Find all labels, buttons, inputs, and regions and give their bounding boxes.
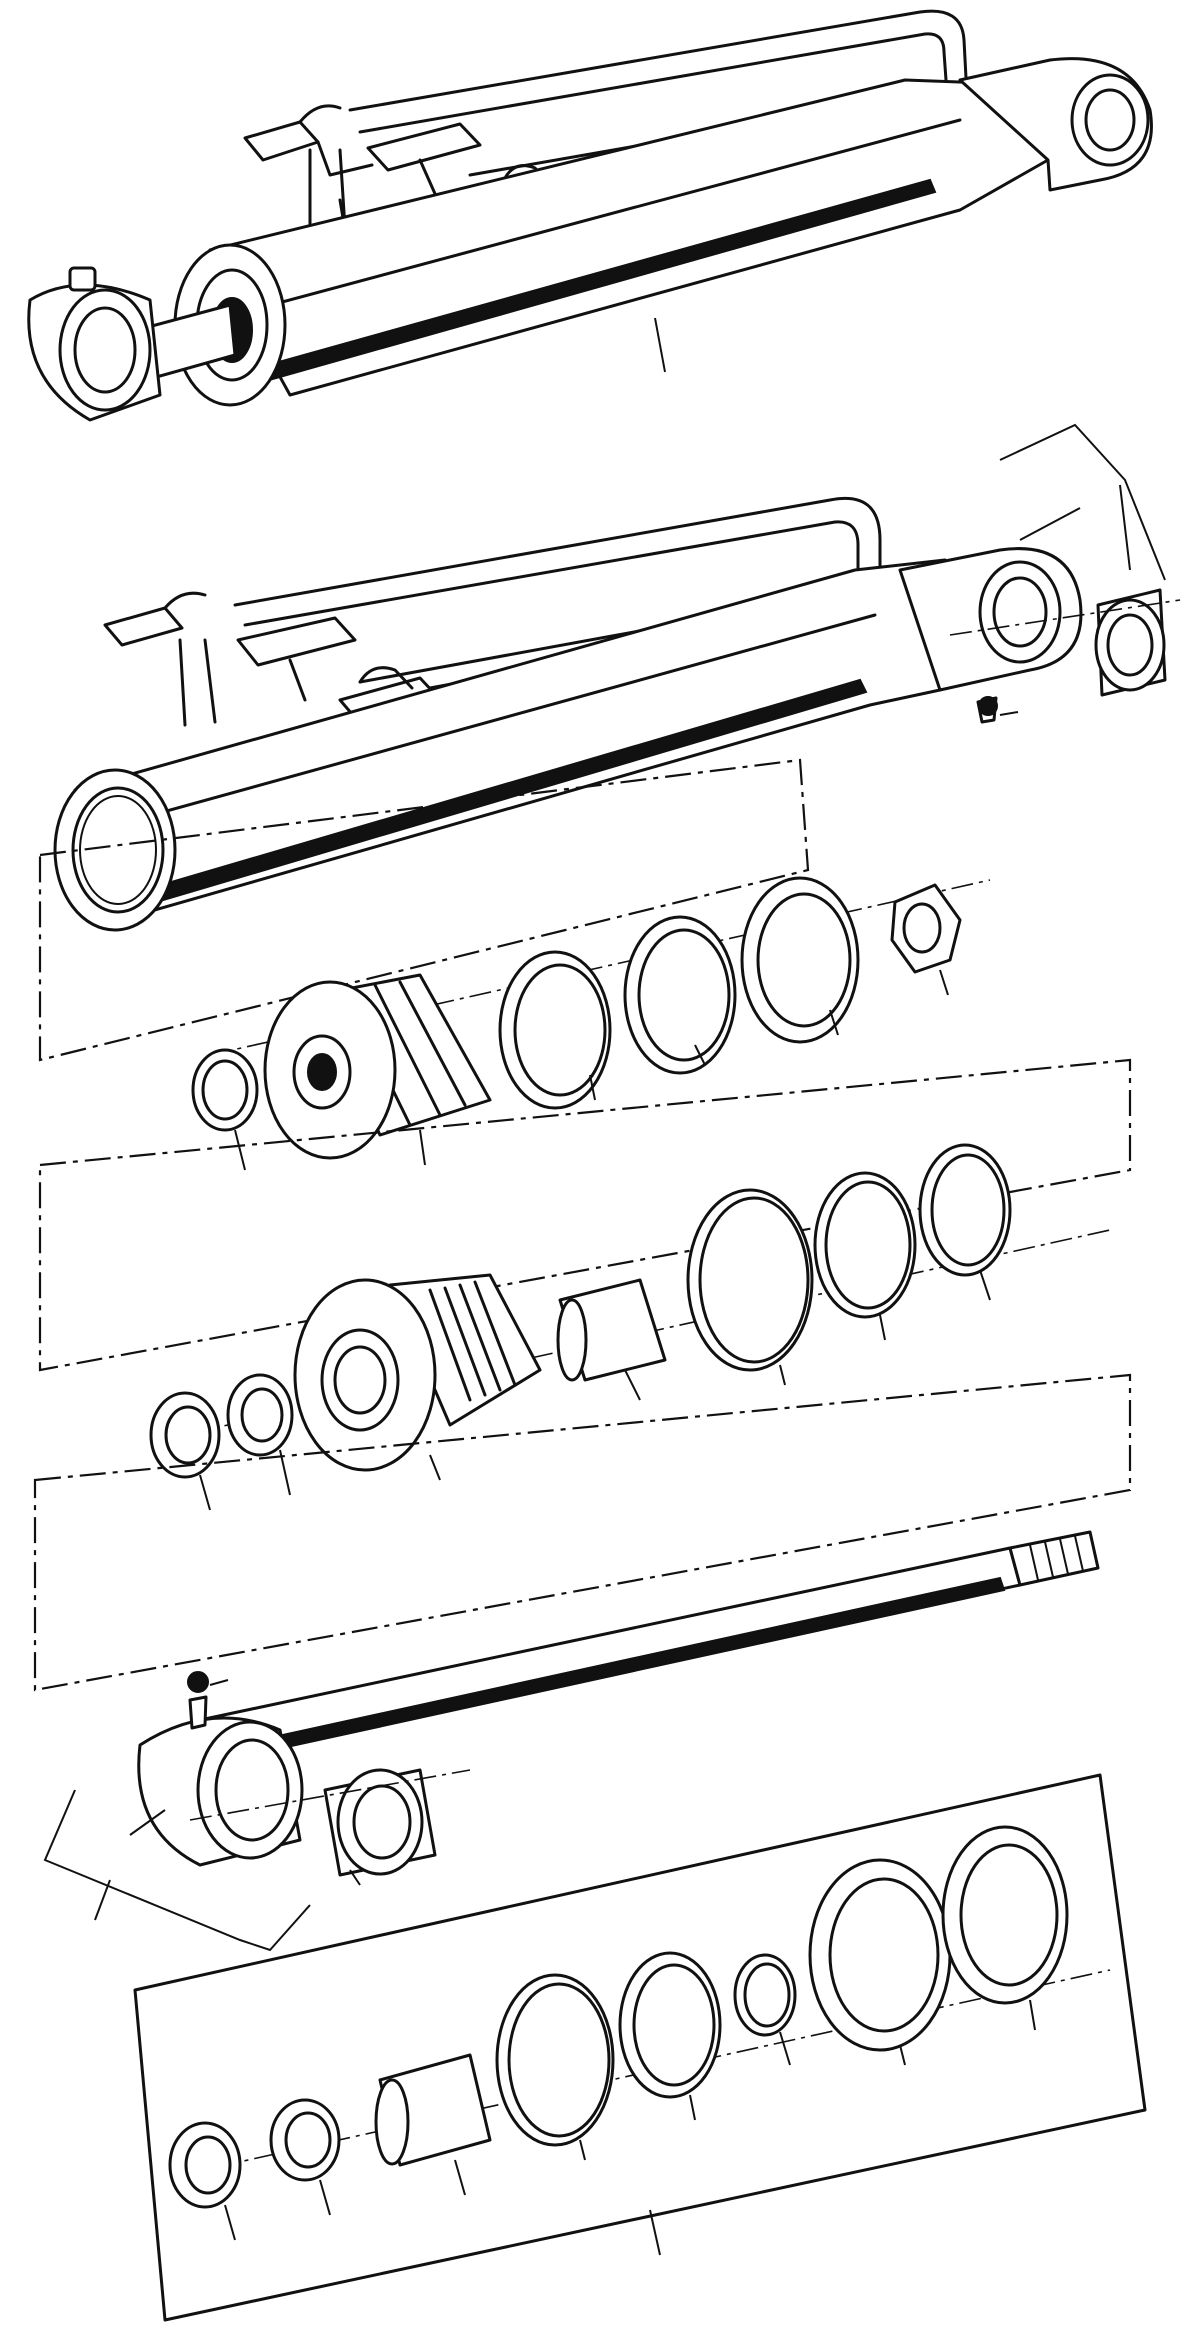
- kit-wiper: [168, 2121, 242, 2209]
- base-eye-end: [958, 57, 1153, 192]
- grease-fitting-base: [976, 696, 1019, 724]
- kit-ring-2: [941, 1825, 1069, 2005]
- piston-ring-1: [498, 950, 612, 1110]
- barrel-eye: [978, 560, 1062, 664]
- piston: [263, 973, 492, 1160]
- rod-eye: [27, 266, 162, 422]
- gland-o-ring-1: [686, 1188, 814, 1372]
- leader-bracket-base: [999, 423, 1166, 581]
- assembled-cylinder: [27, 9, 1153, 422]
- gland-head: [293, 1273, 542, 1472]
- kit-seal: [269, 2098, 341, 2182]
- piston-o-ring: [191, 1048, 259, 1132]
- kit-sleeve: [374, 2053, 492, 2167]
- cylinder-barrel-part: [53, 423, 1181, 932]
- gland-wiper: [149, 1391, 221, 1479]
- tube-clamp-left-2: [103, 591, 217, 727]
- leader-barrel-assembly: [654, 317, 666, 373]
- kit-o-ring-small: [733, 1953, 797, 2037]
- gland-o-ring-3: [918, 1143, 1012, 1277]
- seal-kit: [133, 1773, 1147, 2322]
- grease-fitting-rod: [187, 1671, 229, 1730]
- piston-ring-2: [623, 915, 737, 1075]
- tube-clamp-left: [243, 104, 374, 232]
- kit-o-ring-2: [618, 1951, 722, 2099]
- bushing-rod: [323, 1768, 437, 1877]
- bushing-base: [1094, 588, 1167, 697]
- leader-seal-kit: [649, 2209, 661, 2256]
- gland-o-ring-2: [813, 1171, 917, 1319]
- leader-bracket-rod: [43, 1789, 311, 1952]
- rod-eye-part: [137, 1716, 304, 1867]
- piston-seal-set: [38, 758, 991, 1171]
- piston-rod-part: [33, 1373, 1132, 1952]
- gland-sleeve: [556, 1278, 667, 1382]
- tube-clamp-center-2: [236, 616, 357, 702]
- kit-ring-1: [808, 1858, 952, 2052]
- gland-seal-set: [38, 1058, 1132, 1511]
- hydraulic-tube: [348, 9, 968, 112]
- piston-nut: [890, 883, 962, 974]
- piston-ring-3: [740, 876, 860, 1044]
- kit-o-ring-1: [495, 1973, 615, 2147]
- leader-barrel: [1019, 507, 1081, 541]
- gland-seal: [226, 1373, 294, 1457]
